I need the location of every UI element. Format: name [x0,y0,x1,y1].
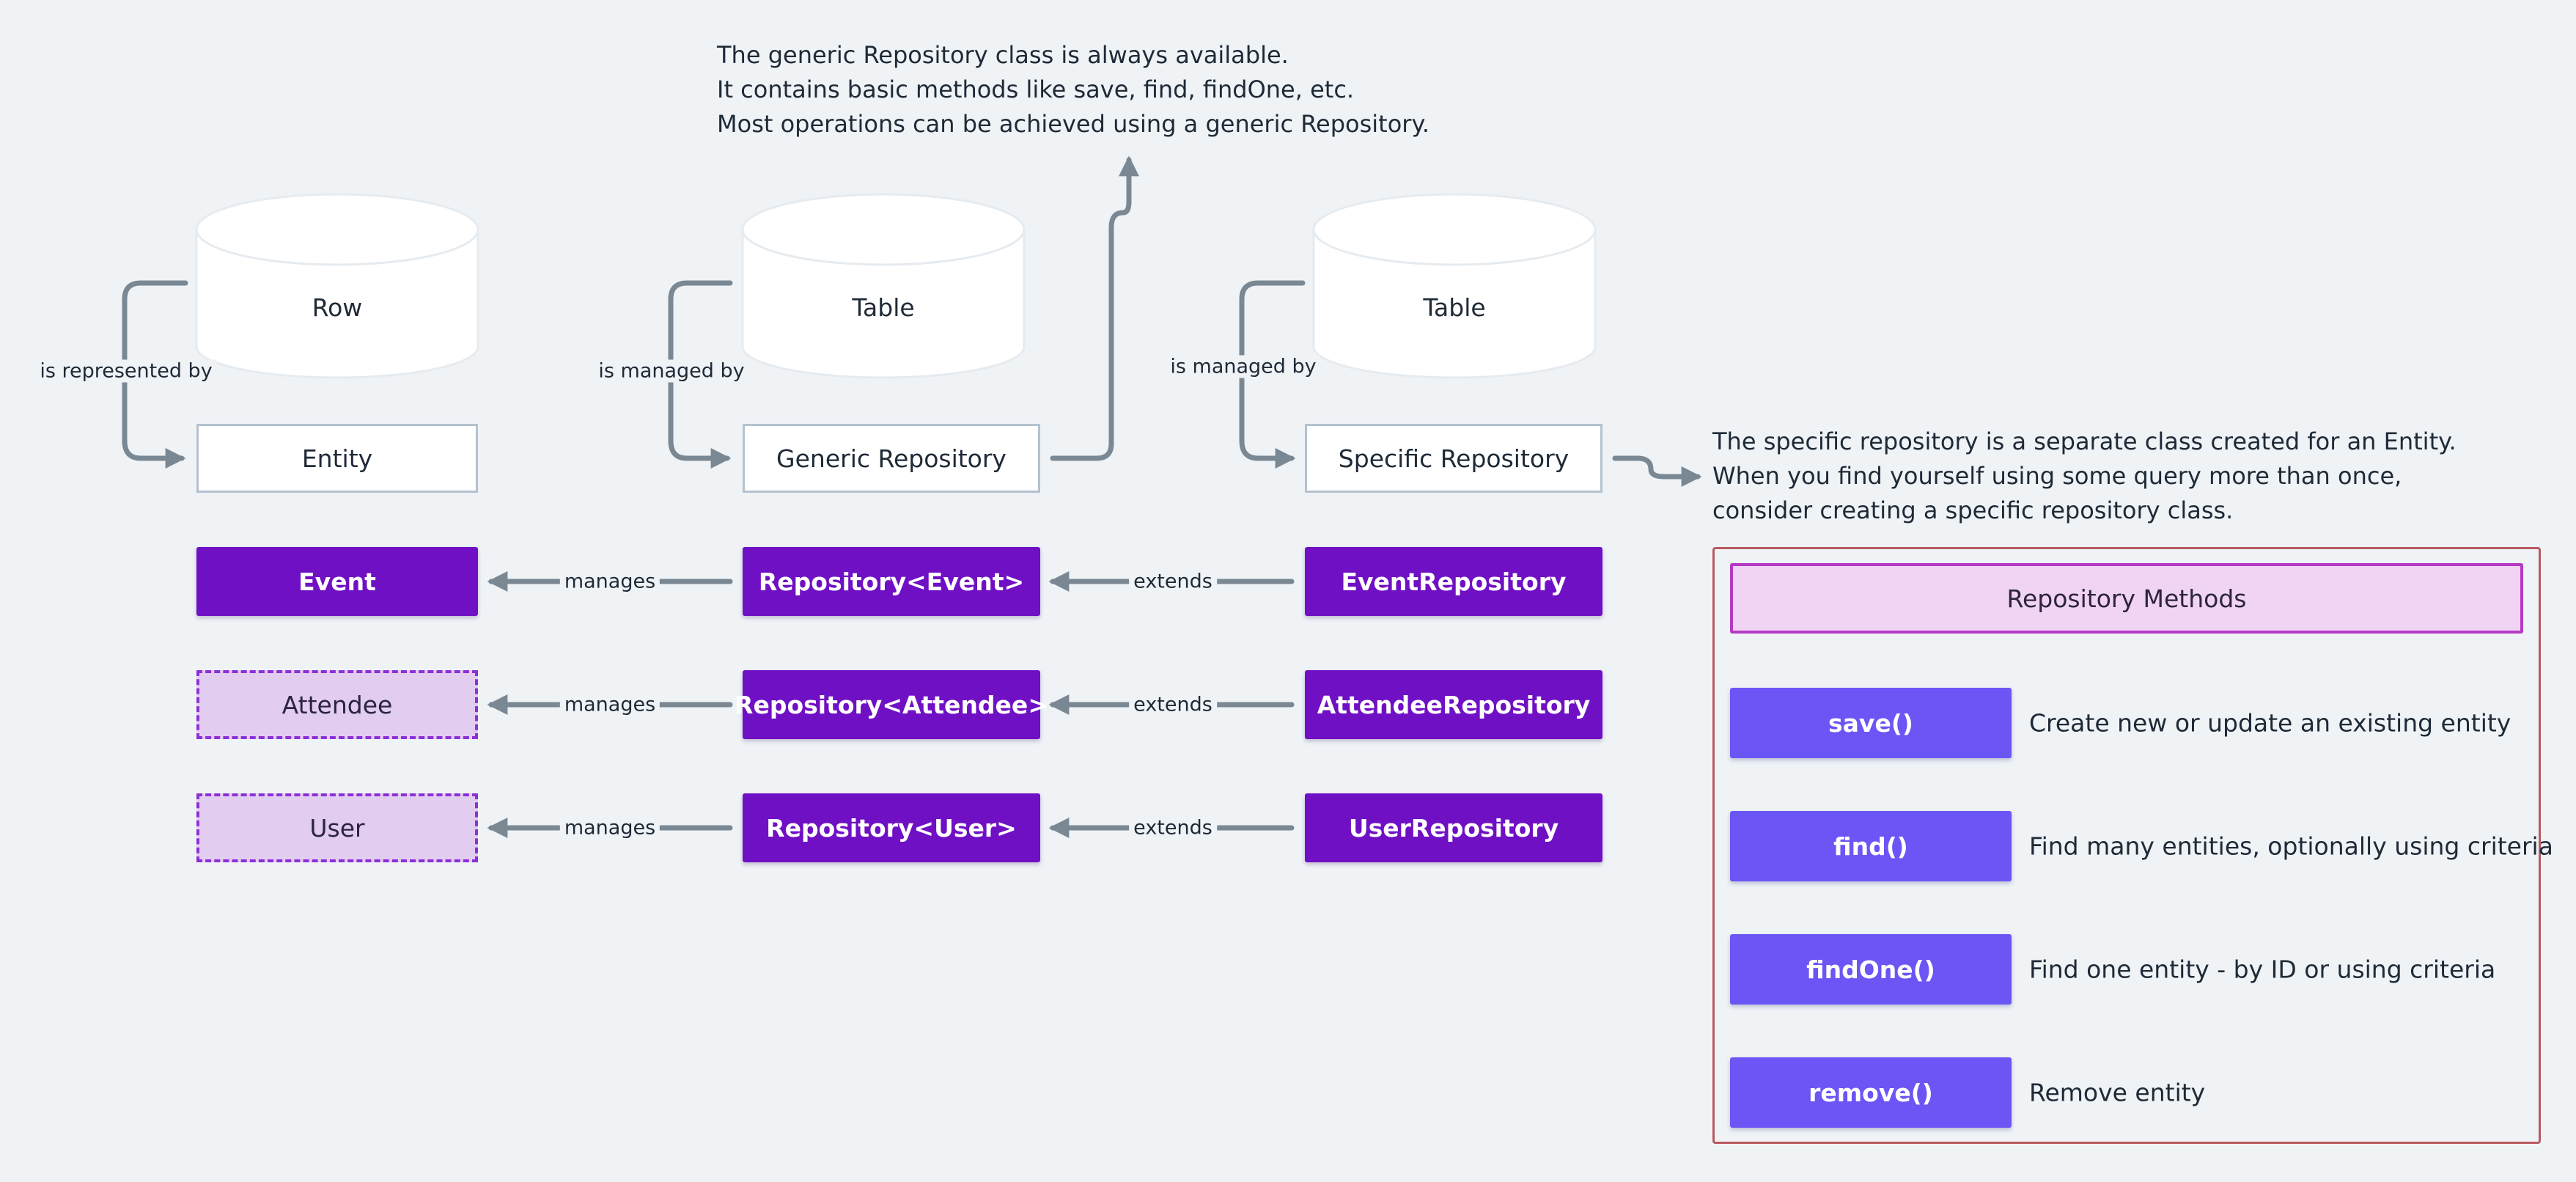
note-line: When you find yourself using some query … [1712,462,2402,490]
specific-repository-note: The specific repository is a separate cl… [1712,425,2457,528]
relation-label-managed-specific: is managed by [1166,355,1321,378]
relation-label-represented: is represented by [35,359,217,383]
generic-repository-note: The generic Repository class is always a… [717,38,1429,142]
method-save-button[interactable]: save() [1730,688,2012,758]
specific-table-db-label: Table [1423,293,1486,322]
extends-label: extends [1129,693,1217,716]
extends-label: extends [1129,816,1217,840]
attendee-repository[interactable]: AttendeeRepository [1305,670,1602,739]
user-repository[interactable]: UserRepository [1305,793,1602,862]
generic-repository-box[interactable]: Generic Repository [743,424,1040,493]
method-save-description: Create new or update an existing entity [2029,708,2511,738]
event-repository[interactable]: EventRepository [1305,547,1602,616]
method-findone-button[interactable]: findOne() [1730,934,2012,1005]
method-remove-description: Remove entity [2029,1078,2206,1107]
repository-user[interactable]: Repository<User> [743,793,1040,862]
note-line: The generic Repository class is always a… [717,41,1289,69]
edge-specific-note [1612,455,1702,487]
database-row-icon [195,193,479,379]
specific-repository-box[interactable]: Specific Repository [1305,424,1602,493]
entity-attendee[interactable]: Attendee [196,670,478,739]
database-table-generic-icon [741,193,1026,379]
repository-methods-title: Repository Methods [1730,563,2523,634]
note-line: Most operations can be achieved using a … [717,110,1429,138]
repository-event[interactable]: Repository<Event> [743,547,1040,616]
note-line: consider creating a specific repository … [1712,496,2234,524]
method-find-description: Find many entities, optionally using cri… [2029,832,2553,861]
entity-box[interactable]: Entity [196,424,478,493]
manages-label: manages [559,570,660,593]
note-line: The specific repository is a separate cl… [1712,427,2457,455]
manages-label: manages [559,816,660,840]
repository-methods-panel [1712,547,2541,1144]
edge-generic-note [1050,155,1139,461]
entity-user[interactable]: User [196,793,478,862]
method-remove-button[interactable]: remove() [1730,1057,2012,1128]
note-line: It contains basic methods like save, fin… [717,76,1355,103]
database-table-specific-icon [1312,193,1597,379]
method-findone-description: Find one entity - by ID or using criteri… [2029,955,2496,984]
row-db-label: Row [312,293,363,322]
entity-event[interactable]: Event [196,547,478,616]
relation-label-managed-generic: is managed by [594,359,749,383]
method-find-button[interactable]: find() [1730,811,2012,881]
manages-label: manages [559,693,660,716]
repository-attendee[interactable]: Repository<Attendee> [735,670,1048,739]
generic-table-db-label: Table [852,293,915,322]
extends-label: extends [1129,570,1217,593]
